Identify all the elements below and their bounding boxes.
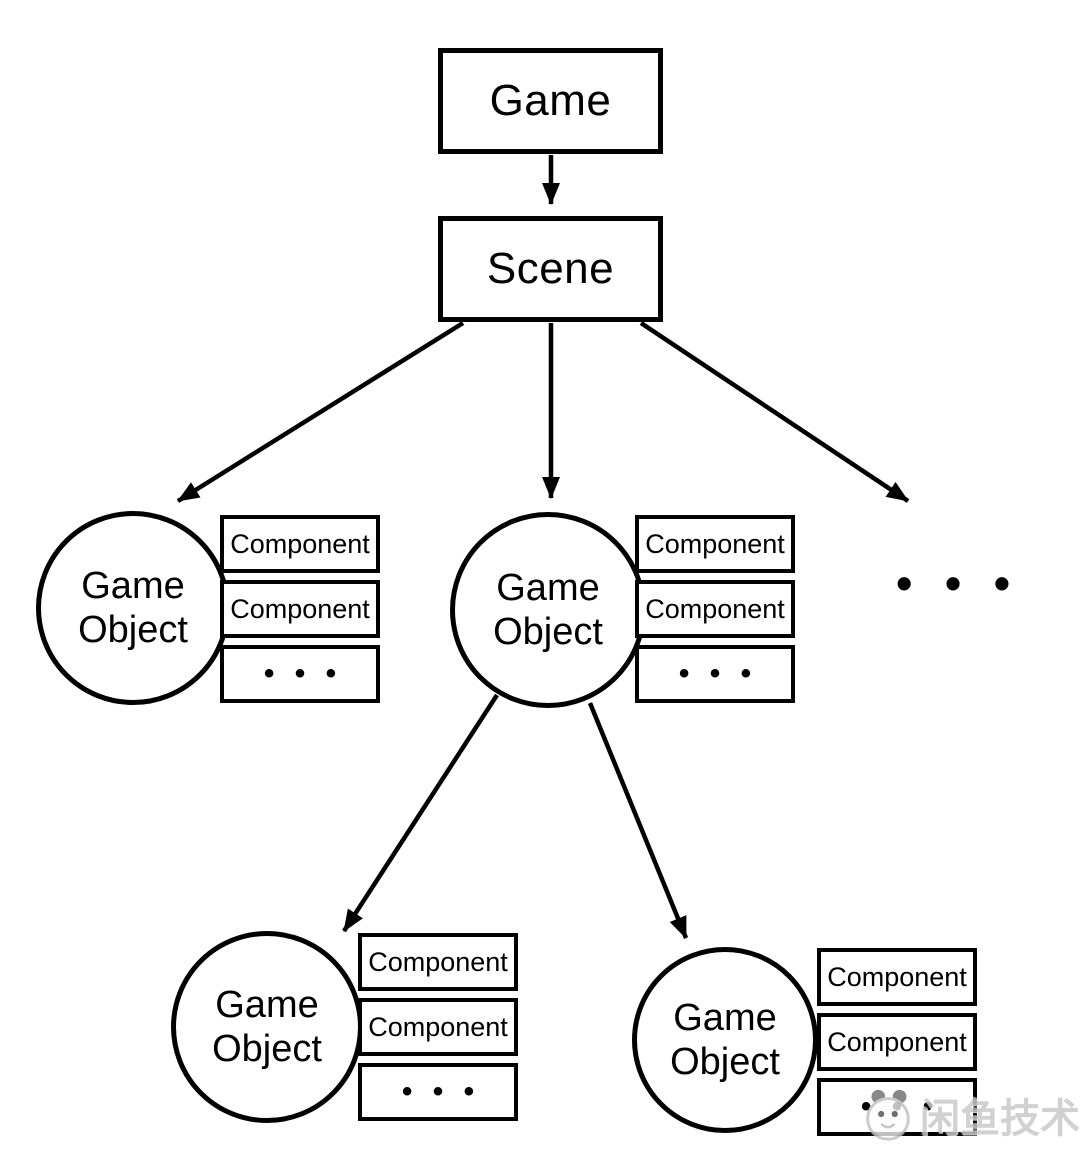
node-scene-label: Scene [486,244,615,293]
node-scene: Scene [438,216,663,322]
component-box: Component [358,933,518,991]
game-object-label-line1: Game [673,996,777,1039]
game-object-label-line1: Game [496,566,600,609]
arrow-scene-to-more-objects [639,321,910,503]
fish-mascot-icon [866,1089,910,1141]
game-object-label-line2: Object [78,609,188,651]
game-object-circle-center: Game Object [450,512,646,708]
component-ellipsis-box: • • • [635,645,795,703]
component-box: Component [817,1013,977,1071]
game-object-label-line2: Object [670,1041,780,1083]
node-game: Game [438,48,663,154]
arrow-center-object-to-child-left [342,693,499,933]
component-box: Component [817,948,977,1006]
game-object-circle-left: Game Object [36,511,230,705]
component-ellipsis-box: • • • [358,1063,518,1121]
component-stack-child-left: Component Component • • • [358,933,518,1121]
arrow-scene-to-left-object [176,321,465,503]
watermark: 闲鱼技术 [856,1084,1080,1146]
game-object-circle-child-left: Game Object [171,931,363,1123]
component-box: Component [635,515,795,573]
component-ellipsis-box: • • • [220,645,380,703]
component-box: Component [220,515,380,573]
node-game-label: Game [489,76,612,125]
arrow-center-object-to-child-right [587,702,689,939]
game-object-label-line2: Object [493,611,603,653]
component-box: Component [220,580,380,638]
component-stack-left: Component Component • • • [220,515,380,703]
more-objects-ellipsis: • • • [896,557,1020,609]
component-box: Component [358,998,518,1056]
game-object-label-line2: Object [212,1028,322,1070]
game-object-circle-child-right: Game Object [632,947,818,1133]
game-object-label-line1: Game [215,983,319,1026]
watermark-text: 闲鱼技术 [920,1097,1080,1141]
component-stack-center: Component Component • • • [635,515,795,703]
component-box: Component [635,580,795,638]
game-object-label-line1: Game [81,564,185,607]
